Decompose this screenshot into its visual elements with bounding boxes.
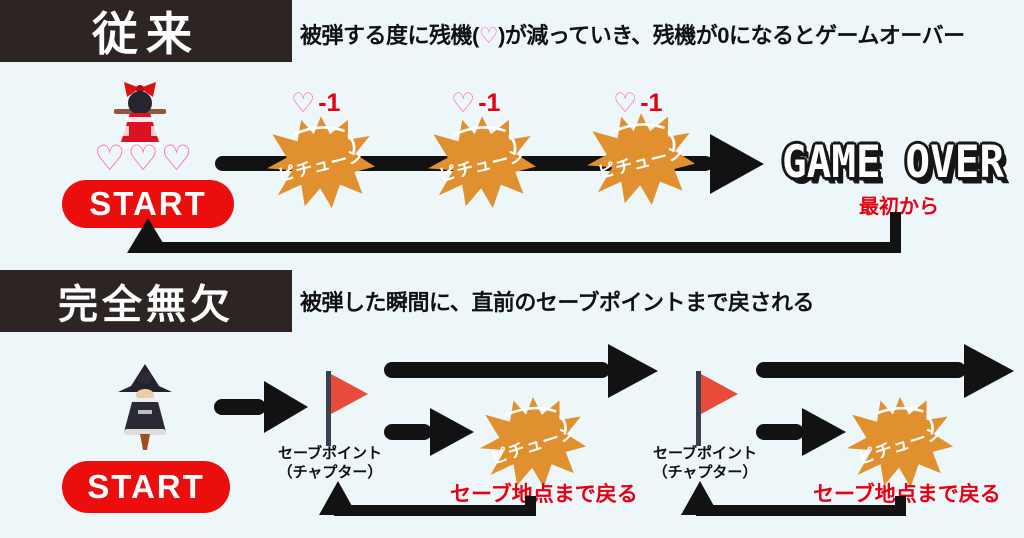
hit-label-3: ♡ -1 [613, 88, 662, 119]
flow-line [384, 362, 610, 378]
heart-icon: ♡ [291, 88, 316, 118]
return-note-2: セーブ地点まで戻る [813, 483, 1001, 506]
return-line-horizontal [138, 242, 901, 253]
hit-label-2: ♡ -1 [451, 88, 500, 119]
flow-line [756, 424, 804, 440]
arrowhead-right-icon [608, 344, 658, 398]
start-button-perfect: START [62, 461, 230, 513]
arrowhead-up-icon [319, 481, 357, 515]
arrowhead-right-icon [802, 408, 846, 456]
return-line-horizontal [334, 505, 536, 516]
hit-label-1: ♡ -1 [291, 88, 340, 119]
lives-hearts: ♡♡♡ [94, 139, 195, 178]
restart-note: 最初から [859, 196, 939, 218]
checkpoint-flag-pole [696, 371, 701, 446]
minus-one-text: -1 [478, 89, 501, 117]
arrowhead-right-icon [264, 381, 308, 433]
arrowhead-up-icon [127, 218, 169, 253]
checkpoint-label-line2: （チャプター） [277, 464, 383, 481]
explosion-burst-1: ピチューン [267, 113, 375, 213]
section-perfect-description: 被弾した瞬間に、直前のセーブポイントまで戻される [300, 290, 815, 315]
explosion-burst-4: ピチューン [477, 397, 589, 489]
explosion-burst-2: ピチューン [428, 113, 536, 213]
section-perfect-title: 完全無欠 [58, 283, 234, 327]
section-traditional-description: 被弾する度に残機(♡)が減っていき、残機が0になるとゲームオーバー [300, 18, 965, 50]
arrowhead-up-icon [681, 481, 719, 515]
game-over-text: GAME OVER [782, 136, 1005, 188]
checkpoint-label-2: セーブポイント （チャプター） [640, 444, 770, 482]
arrowhead-right-icon [430, 408, 474, 456]
start-label: START [87, 468, 205, 505]
arrowhead-right-icon [710, 134, 764, 194]
section-traditional-title: 従来 [92, 8, 200, 60]
return-line-vertical [895, 496, 906, 510]
checkpoint-label-line1: セーブポイント [277, 445, 383, 462]
return-line-horizontal [696, 505, 906, 516]
checkpoint-flag-icon [701, 374, 738, 414]
marisa-character-sprite [118, 364, 172, 450]
explosion-burst-5: ピチューン [844, 397, 956, 489]
return-line-vertical [890, 212, 901, 248]
checkpoint-label-line1: セーブポイント [652, 445, 758, 462]
explosion-burst-3: ピチューン [587, 110, 695, 210]
checkpoint-flag-icon [331, 374, 368, 414]
checkpoint-label-line2: （チャプター） [652, 464, 758, 481]
flow-line [214, 399, 266, 415]
heart-icon: ♡ [613, 88, 638, 118]
flow-line [756, 362, 966, 378]
flow-line [384, 424, 432, 440]
return-note-1: セーブ地点まで戻る [450, 483, 638, 506]
arrowhead-right-icon [964, 344, 1014, 398]
description-text-before: 被弾する度に残機( [300, 23, 479, 48]
heart-icon: ♡ [478, 23, 499, 48]
minus-one-text: -1 [318, 89, 341, 117]
section-perfect-banner: 完全無欠 [0, 270, 292, 332]
description-text-after: )が減っていき、残機が0になるとゲームオーバー [498, 23, 965, 48]
checkpoint-flag-pole [326, 371, 331, 446]
section-traditional-banner: 従来 [0, 0, 292, 62]
heart-icon: ♡ [451, 88, 476, 118]
start-label: START [89, 185, 207, 222]
return-line-vertical [525, 496, 536, 510]
minus-one-text: -1 [640, 89, 663, 117]
reimu-character-sprite [114, 82, 166, 148]
checkpoint-label-1: セーブポイント （チャプター） [265, 444, 395, 482]
